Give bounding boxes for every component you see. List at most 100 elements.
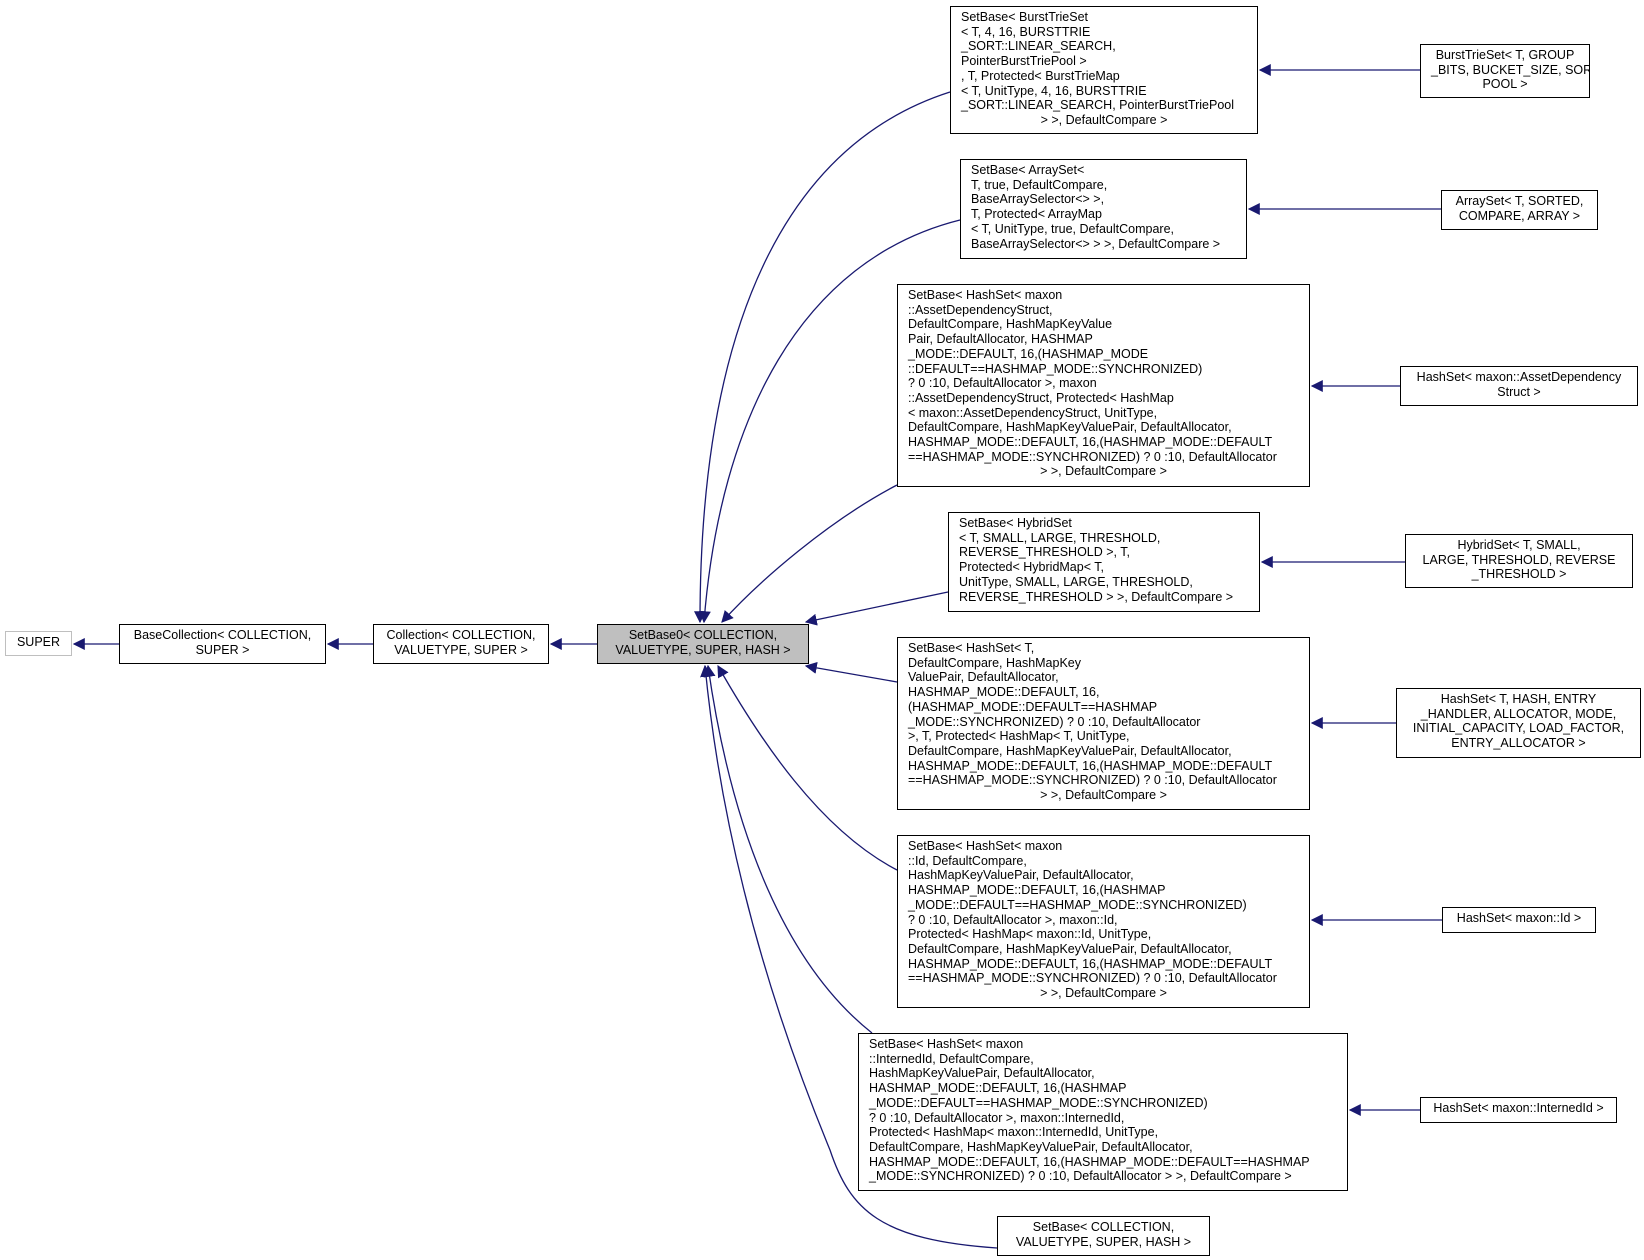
edge-sb-hash-asset-to-setbase0 (721, 484, 898, 623)
edge-sb-arrayset-to-setbase0 (698, 219, 961, 624)
class-node-label-line: SetBase< BurstTrieSet (961, 10, 1089, 24)
edge-sb-hash-id-to-setbase0 (717, 664, 898, 871)
class-node-label-line: SetBase< HashSet< maxon (869, 1037, 1024, 1051)
class-node-label-line: ::AssetDependencyStruct, (908, 302, 1053, 317)
class-node-label-line: DefaultCompare, HashMapKeyValuePair, Def… (869, 1139, 1193, 1154)
class-node-label-line: SUPER > (195, 642, 250, 657)
class-node-label-line: < T, 4, 16, BURSTTRIE (961, 24, 1091, 39)
class-node-label-line: DefaultCompare, HashMapKeyValuePair, Def… (908, 743, 1232, 758)
class-node-label-line: < T, UnitType, true, DefaultCompare, (971, 221, 1174, 236)
class-node-label-line: T, Protected< ArrayMap (971, 207, 1102, 222)
class-node-label-line: ArraySet< T, SORTED, (1455, 194, 1584, 208)
class-node-label-line: _SORT::LINEAR_SEARCH, PointerBurstTriePo… (961, 98, 1235, 113)
class-node-label-line: HASHMAP_MODE::DEFAULT, 16,(HASHMAP_MODE:… (869, 1154, 1310, 1169)
class-node-label-line: _HANDLER, ALLOCATOR, MODE, (1420, 706, 1617, 721)
class-node-sb-arrayset[interactable]: SetBase< ArraySet< T, true, DefaultCompa… (960, 159, 1247, 259)
edge-sb-hash-t-to-setbase0 (804, 661, 898, 683)
class-node-label-line: HashSet< maxon::AssetDependency (1416, 370, 1622, 384)
class-node-label-line: HashSet< maxon::InternedId > (1433, 1101, 1604, 1115)
class-node-label-line: < maxon::AssetDependencyStruct, UnitType… (908, 405, 1158, 420)
class-node-label-line: _MODE::DEFAULT==HASHMAP_MODE::SYNCHRONIZ… (869, 1095, 1208, 1110)
class-node-label-line: > >, DefaultCompare > (1040, 112, 1168, 127)
class-node-label-line: _THRESHOLD > (1471, 567, 1567, 582)
class-node-label-line: DefaultCompare, HashMapKeyValuePair, Def… (908, 941, 1232, 956)
class-node-label-line: _MODE::DEFAULT, 16,(HASHMAP_MODE (908, 346, 1149, 361)
class-node-label-line: ==HASHMAP_MODE::SYNCHRONIZED) ? 0 :10, D… (908, 773, 1277, 788)
class-node-sb-hash-id[interactable]: SetBase< HashSet< maxon::Id, DefaultComp… (897, 835, 1310, 1008)
class-node-label-line: UnitType, SMALL, LARGE, THRESHOLD, (959, 574, 1193, 589)
class-node-label-line: SetBase< HashSet< T, (908, 641, 1035, 655)
class-node-label-line: VALUETYPE, SUPER > (394, 642, 528, 657)
class-node-label-line: VALUETYPE, SUPER, HASH > (615, 642, 791, 657)
class-node-label-line: < T, UnitType, 4, 16, BURSTTRIE (961, 83, 1147, 98)
class-node-arrayset[interactable]: ArraySet< T, SORTED,COMPARE, ARRAY > (1441, 190, 1598, 230)
class-node-label-line: SUPER (16, 635, 61, 649)
class-node-bursttrieset[interactable]: BurstTrieSet< T, GROUP_BITS, BUCKET_SIZE… (1420, 44, 1590, 98)
edge-sb-hybrid-to-setbase0 (804, 591, 949, 626)
class-node-label-line: HashSet< T, HASH, ENTRY (1440, 692, 1597, 706)
class-node-label-line: HashSet< maxon::Id > (1456, 911, 1582, 925)
class-node-label-line: REVERSE_THRESHOLD >, T, (959, 545, 1131, 560)
class-node-label-line: SetBase0< COLLECTION, (628, 628, 778, 642)
class-node-basecollection[interactable]: BaseCollection< COLLECTION,SUPER > (119, 624, 326, 664)
class-node-hashset-id[interactable]: HashSet< maxon::Id > (1442, 907, 1596, 933)
class-node-label-line: SetBase< COLLECTION, (1032, 1220, 1175, 1234)
class-node-label-line: Protected< HybridMap< T, (959, 560, 1104, 575)
class-node-label-line: ::DEFAULT==HASHMAP_MODE::SYNCHRONIZED) (908, 361, 1203, 376)
class-node-super: SUPER (5, 631, 72, 656)
class-node-label-line: ::AssetDependencyStruct, Protected< Hash… (908, 390, 1174, 405)
class-node-label-line: >, T, Protected< HashMap< T, UnitType, (908, 729, 1130, 744)
class-node-sb-hash-t[interactable]: SetBase< HashSet< T, DefaultCompare, Has… (897, 637, 1310, 810)
class-node-label-line: ==HASHMAP_MODE::SYNCHRONIZED) ? 0 :10, D… (908, 971, 1277, 986)
class-node-label-line: SetBase< HybridSet (959, 516, 1072, 530)
class-node-sb-hash-interned[interactable]: SetBase< HashSet< maxon::InternedId, Def… (858, 1033, 1348, 1191)
class-node-label-line: > >, DefaultCompare > (1040, 788, 1167, 803)
class-node-sb-hash-asset[interactable]: SetBase< HashSet< maxon::AssetDependency… (897, 284, 1310, 487)
class-node-label-line: VALUETYPE, SUPER, HASH > (1015, 1234, 1192, 1249)
class-node-label-line: ? 0 :10, DefaultAllocator >, maxon::Inte… (869, 1110, 1125, 1125)
class-node-label-line: _SORT::LINEAR_SEARCH, (961, 39, 1116, 54)
class-node-label-line: ==HASHMAP_MODE::SYNCHRONIZED) ? 0 :10, D… (908, 449, 1277, 464)
class-node-label-line: Protected< HashMap< maxon::Id, UnitType, (908, 927, 1152, 942)
class-node-label-line: HybridSet< T, SMALL, (1457, 538, 1581, 552)
class-node-sb-bursttrie[interactable]: SetBase< BurstTrieSet< T, 4, 16, BURSTTR… (950, 6, 1258, 134)
class-node-hybridset[interactable]: HybridSet< T, SMALL,LARGE, THRESHOLD, RE… (1405, 534, 1633, 588)
class-node-label-line: BaseCollection< COLLECTION, (133, 628, 312, 642)
class-node-label-line: < T, SMALL, LARGE, THRESHOLD, (959, 530, 1161, 545)
class-node-label-line: BaseArraySelector<> > >, DefaultCompare … (971, 236, 1221, 251)
class-node-label-line: , T, Protected< BurstTrieMap (961, 68, 1120, 83)
class-node-label-line: REVERSE_THRESHOLD > >, DefaultCompare > (959, 589, 1234, 604)
class-node-label-line: Pair, DefaultAllocator, HASHMAP (908, 332, 1093, 347)
class-node-label-line: DefaultCompare, HashMapKeyValue (908, 317, 1113, 332)
class-node-setbase0: SetBase0< COLLECTION,VALUETYPE, SUPER, H… (597, 624, 809, 664)
class-node-label-line: SetBase< HashSet< maxon (908, 288, 1063, 302)
class-node-label-line: _MODE::SYNCHRONIZED) ? 0 :10, DefaultAll… (908, 714, 1201, 729)
class-node-label-line: LARGE, THRESHOLD, REVERSE (1422, 552, 1616, 567)
class-node-label-line: Collection< COLLECTION, (386, 628, 536, 642)
class-node-label-line: PointerBurstTriePool > (961, 54, 1087, 69)
class-node-label-line: T, true, DefaultCompare, (971, 177, 1108, 192)
class-node-label-line: HashMapKeyValuePair, DefaultAllocator, (908, 868, 1134, 883)
class-node-collection[interactable]: Collection< COLLECTION,VALUETYPE, SUPER … (373, 624, 549, 664)
class-node-label-line: HASHMAP_MODE::DEFAULT, 16,(HASHMAP (908, 883, 1166, 898)
class-node-label-line: > >, DefaultCompare > (1040, 986, 1167, 1001)
class-node-hashset-t[interactable]: HashSet< T, HASH, ENTRY_HANDLER, ALLOCAT… (1396, 688, 1641, 758)
class-node-label-line: HASHMAP_MODE::DEFAULT, 16,(HASHMAP_MODE:… (908, 758, 1273, 773)
class-node-sb-generic[interactable]: SetBase< COLLECTION,VALUETYPE, SUPER, HA… (997, 1216, 1210, 1256)
edge-sb-bursttrie-to-setbase0 (694, 91, 951, 624)
class-node-label-line: BurstTrieSet< T, GROUP (1435, 48, 1575, 62)
class-node-label-line: POOL > (1482, 77, 1528, 92)
class-node-label-line: _MODE::SYNCHRONIZED) ? 0 :10, DefaultAll… (869, 1169, 1292, 1184)
class-node-label-line: ? 0 :10, DefaultAllocator >, maxon (908, 376, 1097, 391)
class-node-hashset-interned[interactable]: HashSet< maxon::InternedId > (1420, 1097, 1617, 1123)
class-node-label-line: SetBase< ArraySet< (971, 163, 1085, 177)
class-node-sb-hybrid[interactable]: SetBase< HybridSet< T, SMALL, LARGE, THR… (948, 512, 1260, 612)
class-node-label-line: SetBase< HashSet< maxon (908, 839, 1063, 853)
class-node-label-line: ? 0 :10, DefaultAllocator >, maxon::Id, (908, 912, 1118, 927)
edge-sb-generic-to-setbase0 (700, 664, 998, 1249)
class-node-label-line: _BITS, BUCKET_SIZE, SORT, (1431, 62, 1590, 77)
class-node-label-line: INITIAL_CAPACITY, LOAD_FACTOR, (1412, 721, 1625, 736)
class-node-label-line: DefaultCompare, HashMapKey (908, 655, 1081, 670)
class-node-label-line: ::InternedId, DefaultCompare, (869, 1051, 1034, 1066)
